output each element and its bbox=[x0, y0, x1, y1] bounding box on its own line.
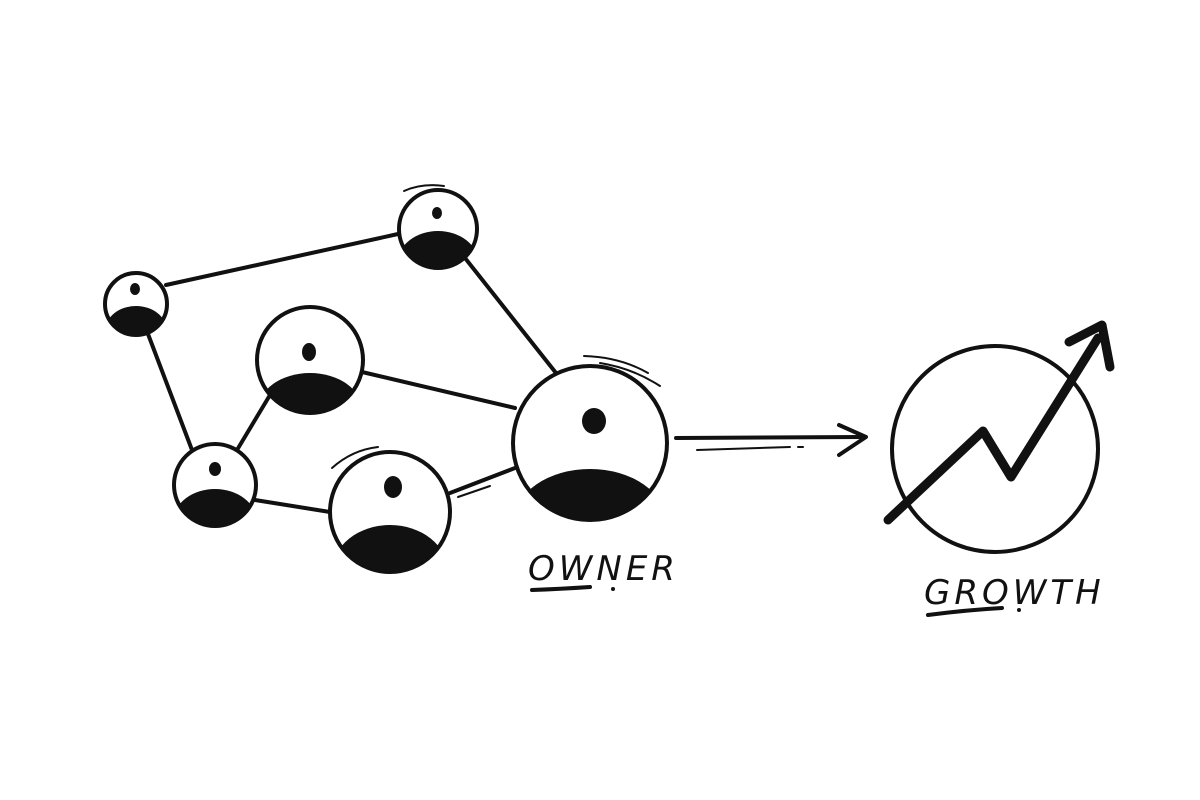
accent-owner-1 bbox=[583, 355, 649, 374]
owner-label: OWNER bbox=[528, 549, 679, 589]
person-head-icon bbox=[582, 408, 606, 434]
accent-node-b bbox=[403, 184, 445, 192]
person-node bbox=[397, 188, 479, 270]
network-connections bbox=[146, 232, 558, 514]
connection-d-e bbox=[253, 498, 332, 514]
growth-trend-line bbox=[883, 333, 1103, 525]
growth-label-underline bbox=[926, 606, 1004, 617]
accent-node-e bbox=[331, 446, 379, 469]
owner-label-underline bbox=[530, 585, 592, 592]
person-head-icon bbox=[384, 476, 402, 498]
arrow-right-icon bbox=[674, 423, 868, 457]
person-node bbox=[172, 442, 258, 528]
owner-node bbox=[511, 364, 669, 522]
person-head-icon bbox=[209, 462, 221, 476]
connection-a-b bbox=[164, 232, 400, 287]
connection-b-owner bbox=[463, 256, 558, 375]
growth-label-dot bbox=[1017, 608, 1021, 612]
person-head-icon bbox=[302, 343, 316, 361]
growth-label: GROWTH bbox=[924, 573, 1105, 613]
owner-label-dot bbox=[611, 587, 615, 591]
accent-owner-2 bbox=[599, 362, 661, 387]
accent-connector bbox=[457, 485, 491, 498]
person-node bbox=[328, 450, 452, 574]
sketch-accents bbox=[331, 184, 661, 498]
person-node bbox=[103, 271, 169, 337]
growth-arrow-head bbox=[1064, 320, 1115, 372]
connection-c-d bbox=[235, 393, 272, 452]
person-head-icon bbox=[432, 207, 442, 219]
connection-a-d bbox=[146, 332, 194, 452]
person-head-icon bbox=[130, 283, 140, 295]
person-node bbox=[255, 305, 365, 415]
connection-e-owner bbox=[448, 466, 517, 495]
connection-c-owner bbox=[360, 370, 517, 410]
trending-up-icon bbox=[883, 320, 1115, 554]
